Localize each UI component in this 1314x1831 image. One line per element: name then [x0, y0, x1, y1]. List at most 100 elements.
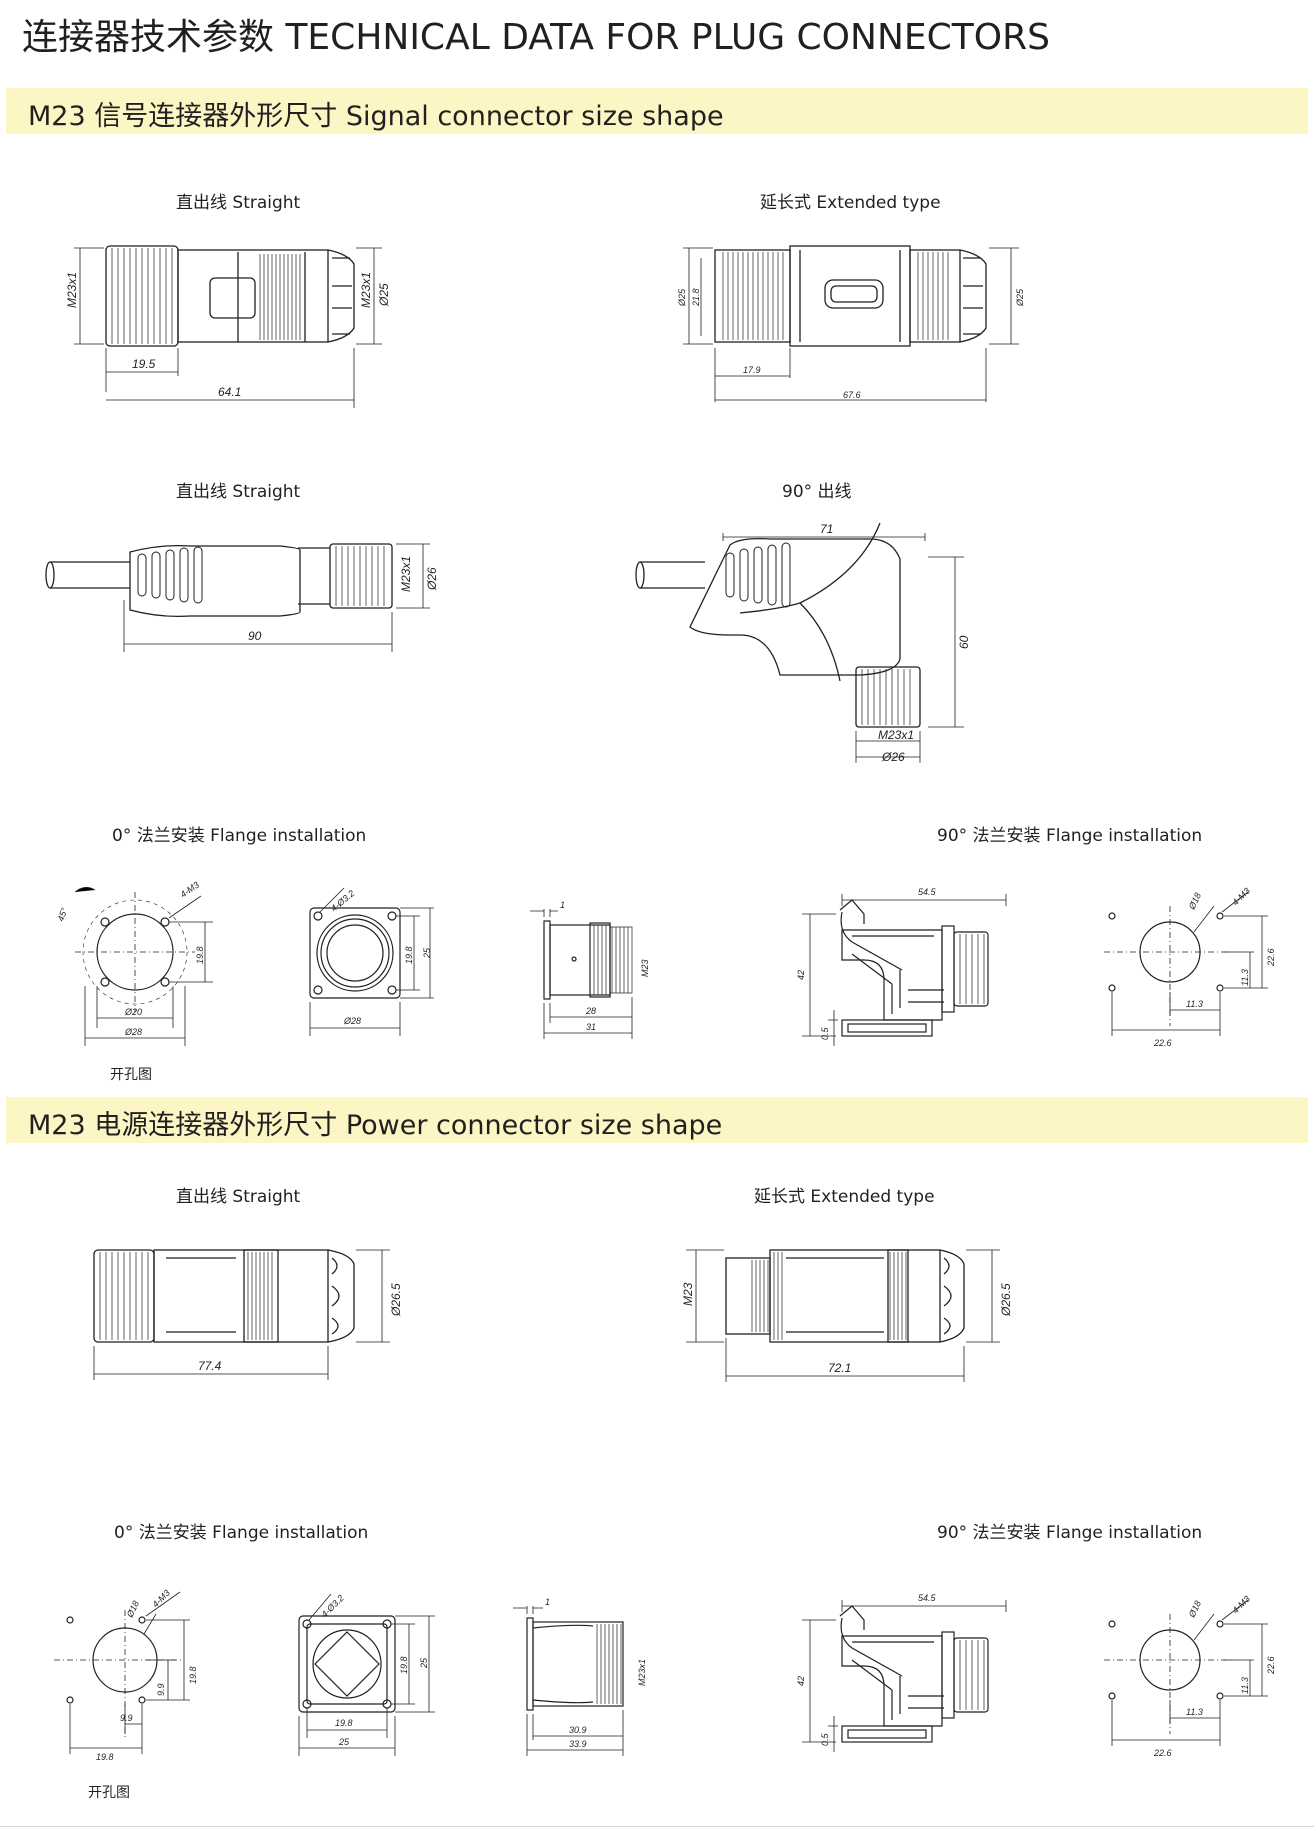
dim-pitch: 19.8 [404, 946, 414, 964]
dim-holes: 4-M3 [1230, 1594, 1252, 1616]
dim-length-b: 31 [586, 1022, 596, 1032]
dim-diameter: Ø25 [377, 283, 391, 307]
dim-height: 42 [796, 1676, 806, 1686]
dim-height: 60 [957, 635, 971, 649]
dim-thread: M23x1 [878, 728, 914, 742]
dim-diameter-right: Ø25 [1015, 288, 1025, 307]
signal-cable-drawing: M23x1 Ø26 90 [45, 543, 439, 652]
dim-length: 77.4 [198, 1359, 222, 1373]
caption-power-extended: 延长式 Extended type [754, 1187, 935, 1207]
caption-power-straight: 直出线 Straight [176, 1187, 301, 1207]
dim-full-height: 22.6 [1266, 948, 1276, 967]
caption-signal-straight-cable: 直出线 Straight [176, 482, 301, 502]
dim-half-height: 11.3 [1240, 969, 1250, 986]
power-section-header: M23 电源连接器外形尺寸 Power connector size shape [6, 1097, 1308, 1143]
signal-section-header: M23 信号连接器外形尺寸 Signal connector size shap… [6, 88, 1308, 134]
dim-size: 25 [422, 947, 432, 959]
dim-half-width: 9.9 [120, 1713, 133, 1723]
dim-diameter: Ø26 [425, 567, 439, 591]
dim-size: 25 [419, 1657, 429, 1669]
dim-outer-diameter: Ø28 [124, 1027, 142, 1037]
caption-signal-straight: 直出线 Straight [176, 193, 301, 213]
dim-pitch: 19.8 [399, 1656, 409, 1674]
dim-length-a: 19.5 [132, 357, 156, 371]
page-bottom-divider [0, 1826, 1314, 1827]
dim-thread: M23x1 [399, 556, 413, 592]
caption-signal-flange-0: 0° 法兰安装 Flange installation [112, 826, 367, 846]
dim-full-height: 19.8 [188, 1666, 198, 1684]
dim-width-pitch: 19.8 [335, 1718, 353, 1728]
signal-straight-drawing: M23x1 M23x1 Ø25 19.5 64.1 [65, 245, 391, 408]
power-cutout-0-drawing: Ø18 4-M3 9.9 19.8 9.9 19.8 [54, 1588, 198, 1762]
dim-thread: M23 [640, 959, 650, 977]
power-section-title: M23 电源连接器外形尺寸 Power connector size shape [28, 1110, 723, 1141]
caption-signal-extended: 延长式 Extended type [760, 193, 941, 213]
dim-half-height: 11.3 [1240, 1677, 1250, 1694]
dim-base: 0.5 [820, 1732, 830, 1746]
dim-holes: 4-M3 [1230, 886, 1252, 908]
dim-length-a: 17.9 [743, 365, 761, 375]
dim-width: 54.5 [918, 1593, 937, 1603]
power-extended-drawing: M23 Ø26.5 72.1 [681, 1249, 1013, 1382]
dim-angle: 45° [55, 906, 69, 923]
dim-thread: M23x1 [637, 1659, 647, 1686]
signal-cutout-90-drawing: Ø18 4-M3 11.3 22.6 11.3 22.6 [1104, 886, 1276, 1048]
dim-flange: 1 [560, 900, 565, 910]
signal-angle-drawing: 71 60 M23x1 Ø26 [635, 522, 971, 764]
dim-width: 71 [820, 522, 833, 536]
signal-section-title: M23 信号连接器外形尺寸 Signal connector size shap… [28, 101, 724, 132]
signal-side-0-drawing: 1 M23 28 31 [530, 900, 650, 1039]
dim-holes: 4-M3 [150, 1588, 172, 1610]
dim-holes: 4-M3 [178, 880, 201, 900]
caption-power-flange-90: 90° 法兰安装 Flange installation [937, 1523, 1203, 1543]
dim-diameter: Ø28 [343, 1016, 361, 1026]
caption-power-cutout: 开孔图 [88, 1785, 130, 1801]
dim-thread: M23x1 [65, 272, 79, 308]
dim-width: 54.5 [918, 887, 937, 897]
dim-flange: 1 [545, 1597, 550, 1607]
caption-signal-flange-90: 90° 法兰安装 Flange installation [937, 826, 1203, 846]
signal-flange-90-drawing: 54.5 42 0.5 [796, 887, 1007, 1046]
dim-diameter: Ø26.5 [999, 1283, 1013, 1317]
dim-thread: M23 [681, 1282, 695, 1306]
dim-pitch: 19.8 [195, 946, 205, 964]
dim-full-width: 22.6 [1153, 1038, 1172, 1048]
power-cutout-90-drawing: Ø18 4-M3 11.3 22.6 11.3 22.6 [1104, 1594, 1276, 1758]
signal-cutout-0-drawing: 45° 4-M3 19.8 Ø20 Ø28 [55, 880, 213, 1046]
dim-length-a: 30.9 [569, 1725, 587, 1735]
dim-height: 42 [796, 970, 806, 980]
dim-holes: 4-Ø3.2 [329, 888, 357, 913]
power-side-0-drawing: 1 M23x1 30.9 33.9 [513, 1597, 647, 1756]
dim-inner: 21.8 [691, 288, 701, 307]
signal-extended-drawing: Ø25 21.8 Ø25 17.9 67.6 [677, 245, 1025, 402]
dim-diameter-left: Ø25 [677, 288, 687, 307]
signal-flange-0-drawing: 4-Ø3.2 19.8 25 Ø28 [309, 887, 434, 1036]
dim-full-width: 19.8 [96, 1752, 114, 1762]
dim-inner-diameter: Ø20 [124, 1007, 142, 1017]
dim-diameter: Ø18 [124, 1599, 141, 1620]
dim-length-total: 64.1 [218, 385, 241, 399]
caption-signal-cutout: 开孔图 [110, 1067, 152, 1083]
dim-length: 72.1 [828, 1361, 851, 1375]
dim-thread-2: M23x1 [359, 272, 373, 308]
caption-power-flange-0: 0° 法兰安装 Flange installation [114, 1523, 369, 1543]
dim-length: 90 [248, 629, 262, 643]
dim-width-size: 25 [338, 1737, 350, 1747]
dim-diameter: Ø18 [1186, 891, 1203, 912]
caption-signal-90-outlet: 90° 出线 [782, 482, 852, 502]
dim-half-width: 11.3 [1186, 1707, 1203, 1717]
dim-diameter: Ø26 [881, 750, 905, 764]
power-flange-0-drawing: 4-Ø3.2 19.8 25 19.8 25 [298, 1593, 435, 1756]
dim-length-b: 33.9 [569, 1739, 587, 1749]
dim-diameter: Ø26.5 [389, 1283, 403, 1317]
dim-full-height: 22.6 [1266, 1656, 1276, 1675]
power-flange-90-drawing: 54.5 42 0.5 [796, 1593, 1007, 1752]
dim-length-a: 28 [585, 1006, 596, 1016]
dim-base: 0.5 [820, 1026, 830, 1040]
dim-full-width: 22.6 [1153, 1748, 1172, 1758]
dim-half-height: 9.9 [156, 1683, 166, 1696]
dim-half-width: 11.3 [1186, 999, 1203, 1009]
dim-length-total: 67.6 [843, 390, 861, 400]
power-straight-drawing: Ø26.5 77.4 [93, 1249, 403, 1380]
dim-diameter: Ø18 [1186, 1599, 1203, 1620]
